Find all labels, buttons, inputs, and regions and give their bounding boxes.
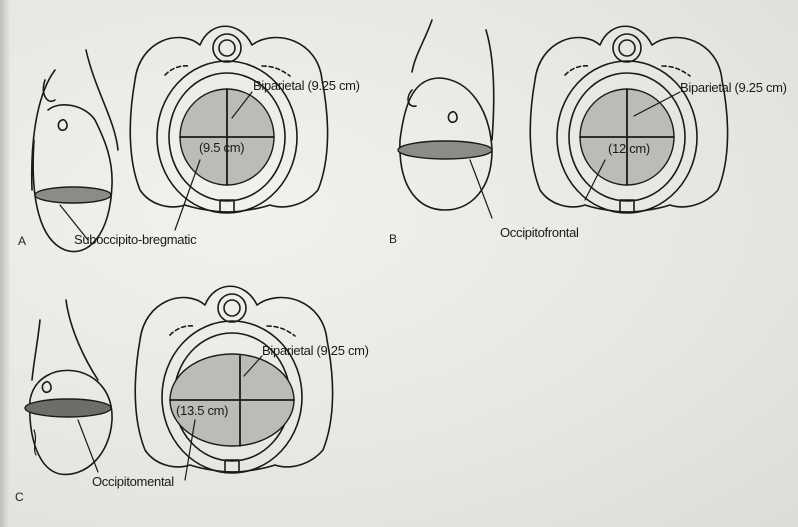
panel-c-pelvis (135, 286, 332, 473)
panel-b-diameter-band (398, 141, 492, 159)
panel-c-letter: C (15, 490, 24, 504)
panel-b-diameter-label: (12 cm) (608, 141, 650, 156)
panel-c-pointer (78, 420, 98, 472)
panel-c-presenting-diameter-label: Occipitomental (92, 474, 174, 489)
panel-b-presenting-diameter-label: Occipitofrontal (500, 225, 579, 240)
panel-b-letter: B (389, 232, 397, 246)
panel-b-pointer (470, 160, 492, 218)
panel-a-diameter-label: (9.5 cm) (199, 140, 244, 155)
panel-a-letter: A (18, 234, 26, 248)
panel-b-biparietal-label: Biparietal (9.25 cm) (680, 80, 787, 95)
panel-c-diameter-label: (13.5 cm) (176, 403, 228, 418)
panel-a-fetal-head (32, 50, 118, 252)
panel-a-biparietal-label: Biparietal (9.25 cm) (253, 78, 360, 93)
panel-a-diameter-band (35, 187, 111, 203)
panel-a-pelvis (130, 26, 327, 213)
panel-a-presenting-diameter-label: Suboccipito-bregmatic (74, 232, 196, 247)
panel-c-biparietal-label: Biparietal (9.25 cm) (262, 343, 369, 358)
panel-a-diameter-pointer (175, 160, 200, 230)
panel-b-fetal-head (398, 20, 494, 210)
panel-b-pelvis (530, 26, 727, 213)
panel-c-diameter-band (25, 399, 111, 417)
panel-c-fetal-head (25, 300, 112, 474)
